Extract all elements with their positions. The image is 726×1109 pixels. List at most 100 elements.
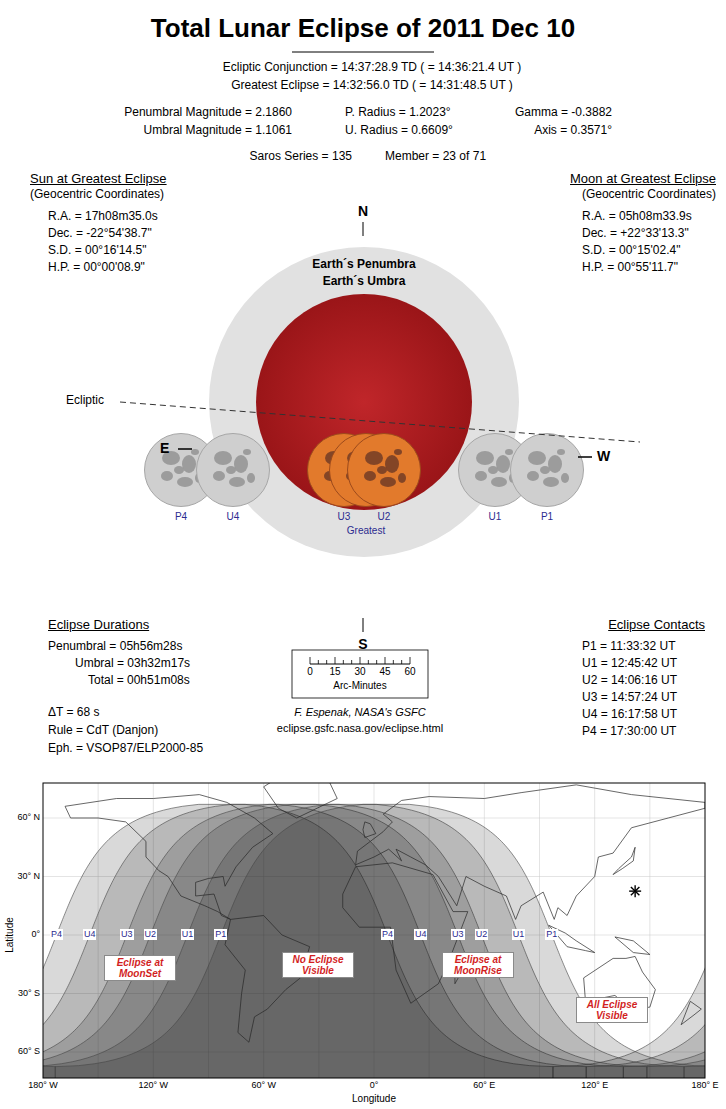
text-label: 30° N: [17, 871, 40, 881]
moon-mare: [398, 473, 406, 483]
region-label-box: Eclipse at MoonRise: [442, 952, 514, 978]
moon-mare: [213, 471, 225, 481]
text-label: H.P. = 00°00'08.9": [48, 261, 145, 275]
scale-box: [292, 650, 428, 698]
text-label: 60: [404, 666, 415, 678]
east-dash: [178, 448, 192, 450]
map-contact-label: P4: [381, 929, 394, 940]
map-contact-label: U4: [83, 929, 97, 940]
text-label: S.D. = 00°16'14.5": [48, 244, 146, 258]
coastline: [681, 1001, 701, 1024]
text-label: Dec. = -22°54'38.7": [48, 227, 152, 241]
text-label: S: [358, 636, 367, 652]
visibility-shade: [684, 804, 705, 1078]
text-label: Member = 23 of 71: [385, 150, 486, 164]
text-label: 30° S: [18, 988, 40, 998]
text-label: U1 = 12:45:42 UT: [582, 657, 677, 671]
text-label: 30: [354, 666, 365, 678]
region-label: Eclipse at MoonRise: [447, 954, 509, 976]
region-label-box: No Eclipse Visible: [282, 952, 354, 978]
coastline: [615, 937, 650, 955]
disc-shape: [347, 433, 421, 507]
map-contact-label: U3: [120, 929, 134, 940]
umbra-fill: [256, 294, 472, 510]
text-label: Eclipse Contacts: [608, 618, 705, 633]
text-label: Penumbral = 05h56m28s: [48, 640, 182, 654]
contact-label: P1: [510, 511, 584, 523]
penumbra-circle: Earth´s PenumbraEarth´s Umbra: [209, 247, 519, 557]
moon-mare: [505, 449, 513, 455]
ecliptic-line: [120, 402, 640, 442]
moon-mare: [548, 455, 562, 473]
text-label: R.A. = 05h08m33.9s: [582, 210, 692, 224]
text-label: Greatest Eclipse = 14:32:56.0 TD ( = 14:…: [231, 79, 513, 93]
moon-mare: [161, 471, 173, 481]
text-label: 180° E: [691, 1080, 718, 1090]
west-dash: [578, 456, 592, 458]
text-label: (Geocentric Coordinates): [582, 188, 716, 202]
text-label: Eph. = VSOP87/ELP2000-85: [48, 742, 203, 756]
text-label: Longitude: [352, 1093, 396, 1105]
contact-label: P4: [144, 511, 218, 523]
text-label: F. Espenak, NASA's GSFC: [294, 706, 426, 719]
map-contact-label: U1: [181, 929, 195, 940]
text-label: 15: [329, 666, 340, 678]
map-contact-label: U2: [475, 929, 489, 940]
region-label: Eclipse at MoonSet: [109, 957, 171, 979]
moon-mare: [377, 466, 387, 474]
moon-mare: [540, 466, 550, 474]
region-label-box: Eclipse at MoonSet: [104, 955, 176, 981]
map-contact-label: U4: [414, 929, 428, 940]
text-label: P4 = 17:30:00 UT: [582, 725, 676, 739]
text-label: N: [358, 203, 368, 219]
text-label: 120° E: [581, 1080, 608, 1090]
text-label: 0°: [370, 1080, 379, 1090]
text-label: Umbral = 03h32m17s: [75, 657, 190, 671]
scale-tick: [360, 657, 361, 664]
north-tick: [363, 222, 364, 236]
text-label: Ecliptic Conjunction = 14:37:28.9 TD ( =…: [223, 61, 521, 75]
moon-mare: [385, 455, 399, 473]
moon-mare: [491, 477, 507, 487]
scale-tick: [401, 660, 402, 664]
text-label: S.D. = 00°15'02.4": [582, 244, 680, 258]
text-label: E: [160, 440, 169, 456]
moon-mare: [214, 451, 232, 465]
moon-face: [197, 434, 270, 507]
text-label: R.A. = 17h08m35.0s: [48, 210, 158, 224]
text-label: 120° W: [138, 1080, 168, 1090]
text-label: Dec. = +22°33'13.3": [582, 227, 689, 241]
scale-tick: [393, 660, 394, 664]
moon-face: [511, 434, 584, 507]
grid-line: [649, 783, 650, 1078]
disc-shape: [196, 433, 270, 507]
text-label: Sun at Greatest Eclipse: [30, 172, 167, 187]
scale-tick: [351, 660, 352, 664]
coastline: [65, 795, 273, 920]
moon-mare: [394, 449, 402, 455]
text-label: Saros Series = 135: [250, 150, 352, 164]
moon-mare: [527, 471, 539, 481]
coastline: [613, 847, 635, 874]
text-label: 60° S: [18, 1046, 40, 1056]
contact-label: U1: [458, 511, 532, 523]
map-contact-label: P4: [50, 929, 63, 940]
text-label: eclipse.gsfc.nasa.gov/eclipse.html: [277, 722, 443, 735]
moon-mare: [543, 477, 559, 487]
moon-disc: U2: [347, 433, 421, 507]
world-map: [43, 783, 705, 1078]
visibility-shade: [623, 804, 705, 1078]
contact-label: U4: [196, 511, 270, 523]
coastline: [363, 822, 376, 838]
sublunar-star: [631, 887, 639, 895]
moon-mare: [380, 477, 396, 487]
moon-mare: [476, 451, 494, 465]
title: Total Lunar Eclipse of 2011 Dec 10: [151, 14, 575, 44]
moon-face: [348, 434, 421, 507]
map-contact-label: U3: [451, 929, 465, 940]
shadow-label: Earth´s Umbra: [256, 275, 472, 289]
text-label: P. Radius = 1.2023°: [345, 106, 451, 120]
text-label: Arc-Minutes: [333, 680, 386, 692]
moon-mare: [365, 451, 383, 465]
